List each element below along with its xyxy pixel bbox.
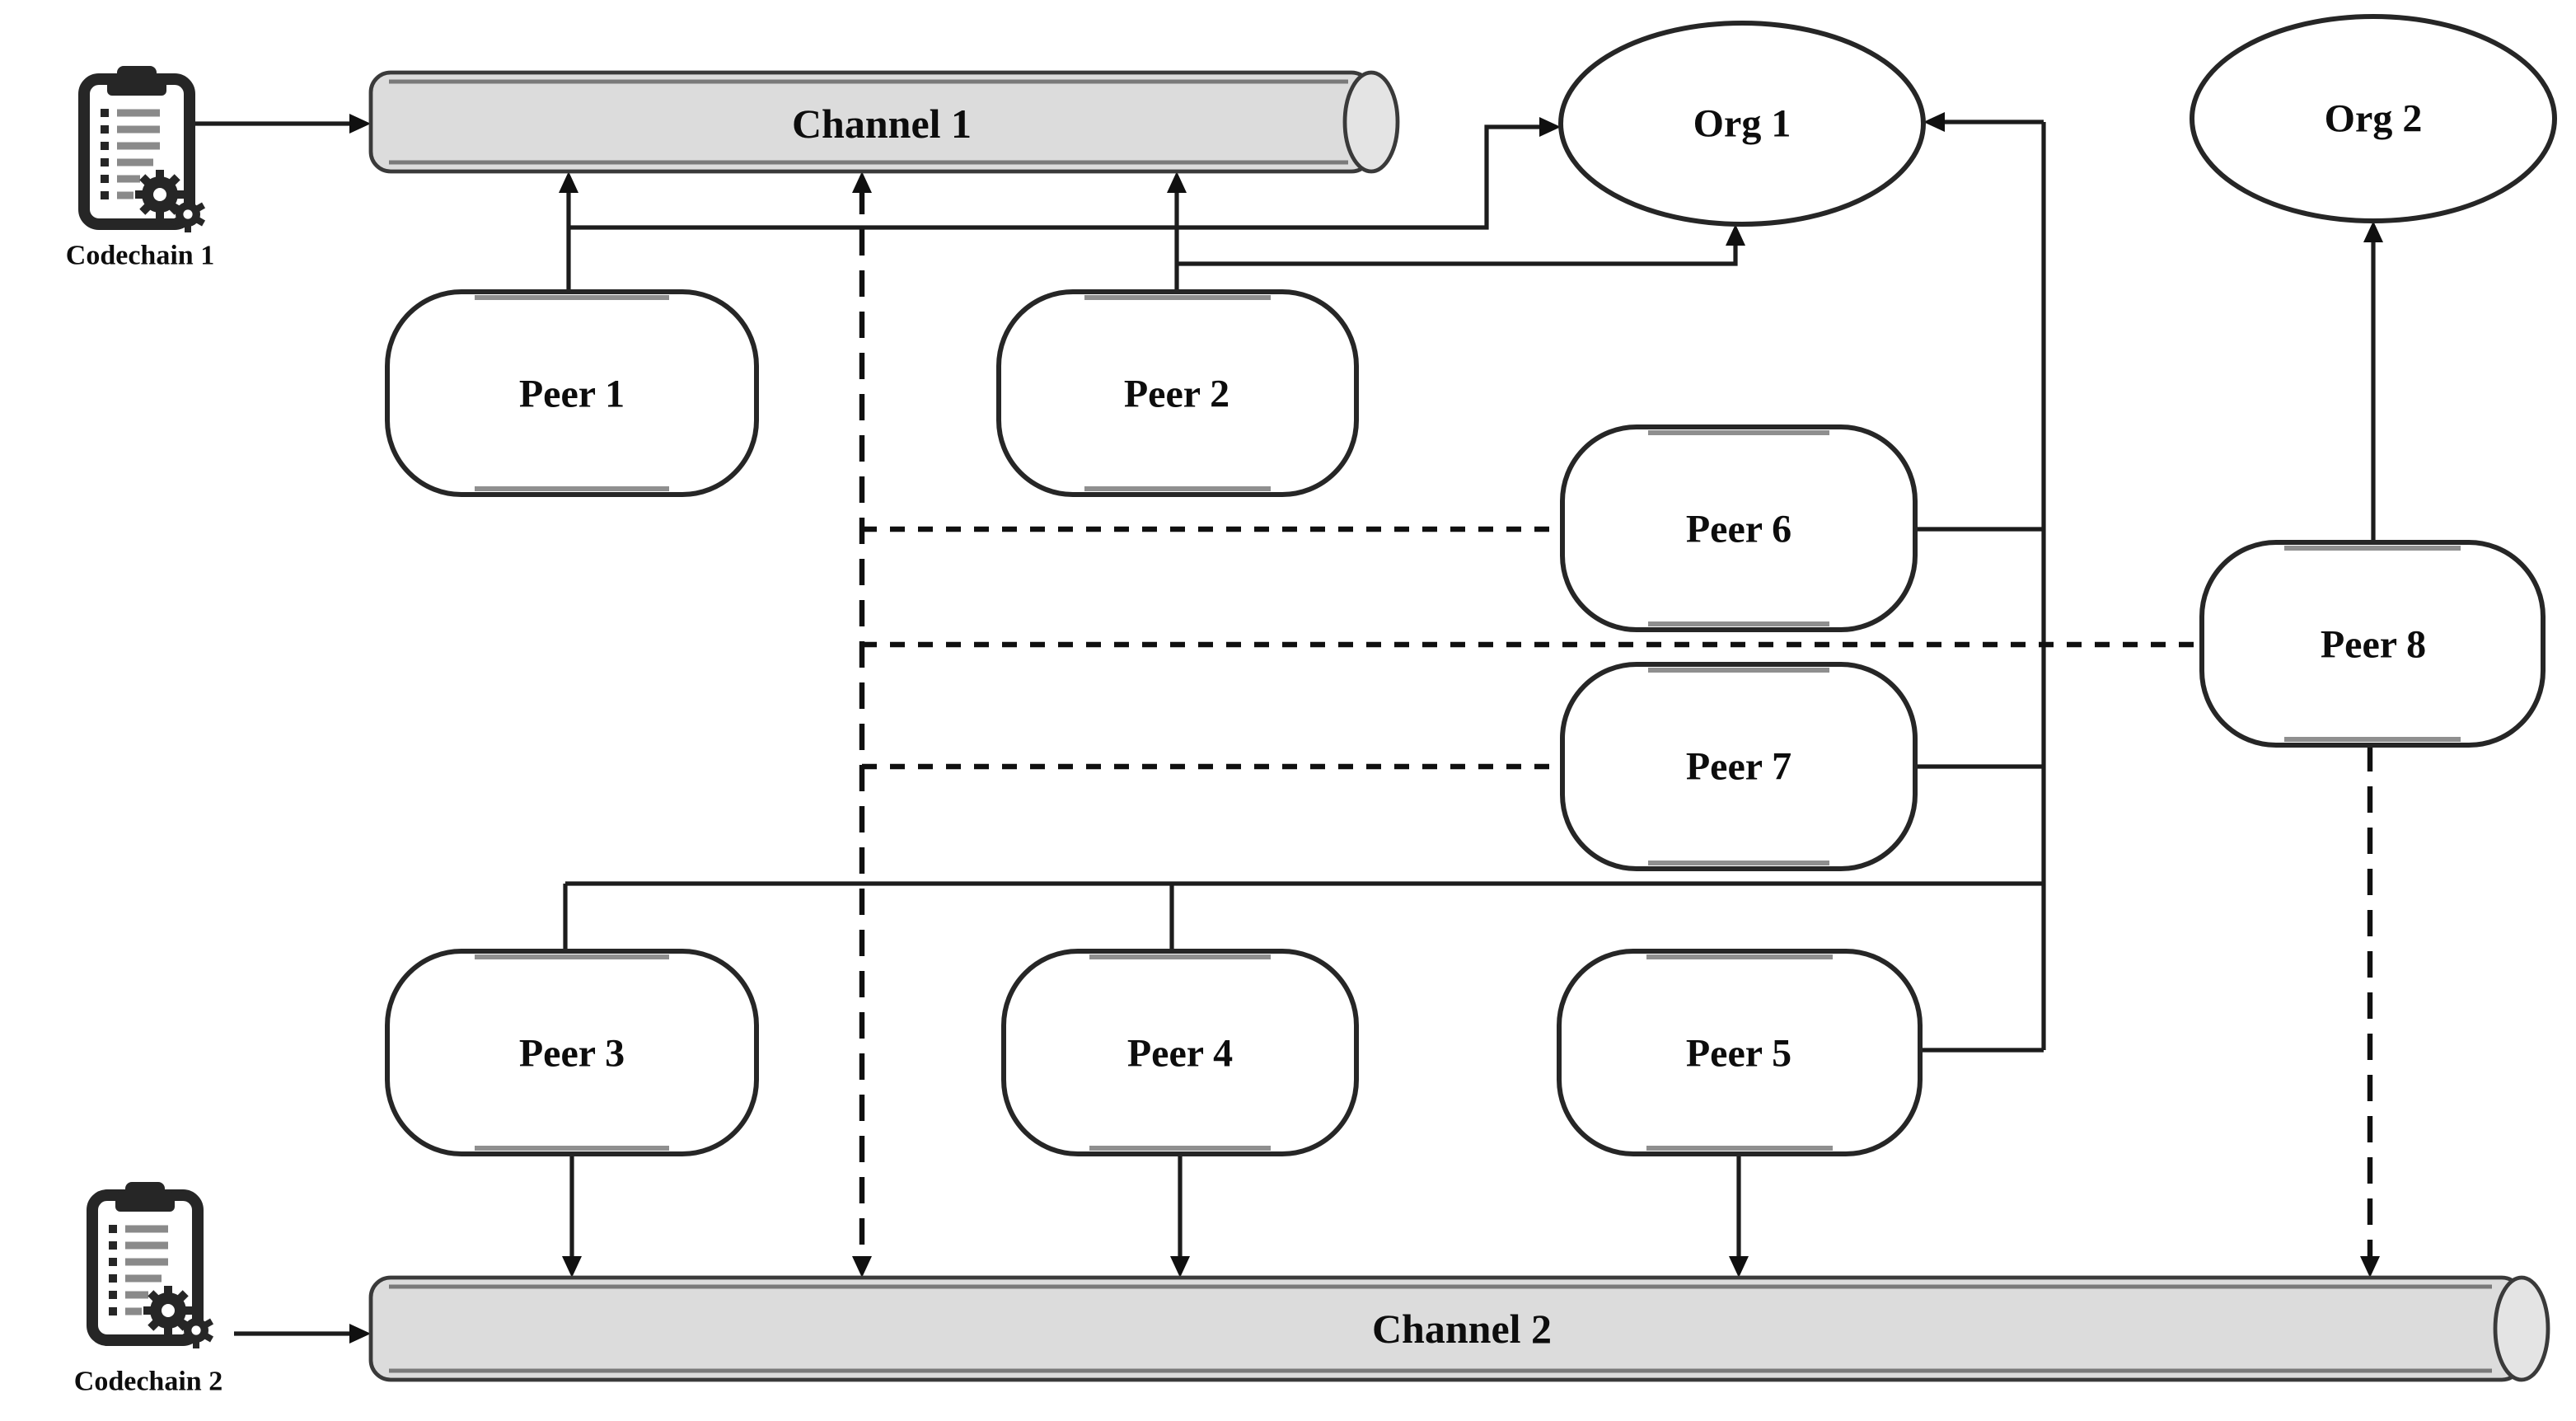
arrowhead-down-icon [2360, 1256, 2380, 1278]
clipboard-gears-icon [87, 1182, 214, 1348]
peer3-label: Peer 3 [519, 1032, 625, 1076]
gear-small-icon [170, 196, 206, 232]
node-peer6: Peer 6 [1560, 424, 1918, 632]
arrowhead-up-icon [1167, 171, 1187, 193]
arrowhead-down-icon [852, 1256, 872, 1278]
node-peer5: Peer 5 [1557, 949, 1923, 1156]
node-peer8: Peer 8 [2199, 540, 2546, 748]
edge-peer3-channel2 [562, 1154, 582, 1278]
arrowhead-up-icon [559, 171, 578, 193]
arrowhead-up-icon [2363, 221, 2383, 242]
codechain1-label: Codechain 1 [66, 241, 214, 271]
arrowhead-down-icon [562, 1256, 582, 1278]
arrowhead-left-icon [1923, 112, 1945, 132]
node-peer1: Peer 1 [385, 289, 759, 497]
node-peer2: Peer 2 [996, 289, 1359, 497]
edge-peer8-org2 [2363, 221, 2383, 542]
node-channel1: Channel 1 [368, 70, 1400, 174]
node-org1: Org 1 [1558, 21, 1926, 227]
node-org2: Org 2 [2190, 14, 2557, 223]
clipboard-gears-icon [78, 66, 206, 232]
peer7-label: Peer 7 [1686, 745, 1791, 789]
org2-label: Org 2 [2325, 97, 2423, 141]
edge-peer4-channel2 [1170, 1154, 1190, 1278]
arrowhead-up-icon [1726, 224, 1745, 246]
edge-right-trunk-org1 [1923, 112, 2046, 1050]
edge-peer2-channel1 [1167, 171, 1187, 292]
arrowhead-up-icon [852, 171, 872, 193]
gear-small-icon [178, 1312, 214, 1348]
node-peer7: Peer 7 [1560, 662, 1918, 871]
arrowhead-right-icon [1539, 117, 1561, 137]
gear-icon [135, 170, 185, 219]
arrowhead-down-icon [1170, 1256, 1190, 1278]
node-codechain2: Codechain 2 [74, 1182, 222, 1397]
org1-label: Org 1 [1693, 102, 1791, 146]
peer8-label: Peer 8 [2321, 623, 2426, 667]
cylinder-cap [2493, 1275, 2550, 1382]
channel2-label: Channel 2 [1372, 1306, 1552, 1352]
edge-peer8-channel2 [2360, 745, 2380, 1278]
edge-channel1-channel2 [852, 171, 872, 1278]
peer2-label: Peer 2 [1124, 373, 1229, 416]
cylinder-cap [1342, 70, 1400, 174]
peer5-label: Peer 5 [1686, 1032, 1791, 1076]
node-peer4: Peer 4 [1001, 949, 1359, 1156]
edge-peers34-bus [563, 881, 2044, 951]
node-channel2: Channel 2 [368, 1275, 2550, 1382]
arrowhead-right-icon [349, 114, 371, 134]
arrowhead-down-icon [1729, 1256, 1749, 1278]
edge-peer1-org1 [569, 117, 1561, 230]
edge-peer2-org1 [1177, 224, 1745, 266]
peer1-label: Peer 1 [519, 373, 625, 416]
peer4-label: Peer 4 [1127, 1032, 1233, 1076]
edge-peer5-channel2 [1729, 1154, 1749, 1278]
peer6-label: Peer 6 [1686, 508, 1791, 551]
node-codechain1: Codechain 1 [66, 66, 214, 271]
edge-codechain2-channel2 [234, 1324, 371, 1344]
arrowhead-right-icon [349, 1324, 371, 1344]
edge-peer1-channel1 [559, 171, 578, 292]
channel1-label: Channel 1 [792, 101, 972, 147]
codechain2-label: Codechain 2 [74, 1367, 222, 1397]
edge-codechain1-channel1 [194, 114, 371, 134]
gear-icon [143, 1286, 193, 1335]
node-peer3: Peer 3 [385, 949, 759, 1156]
